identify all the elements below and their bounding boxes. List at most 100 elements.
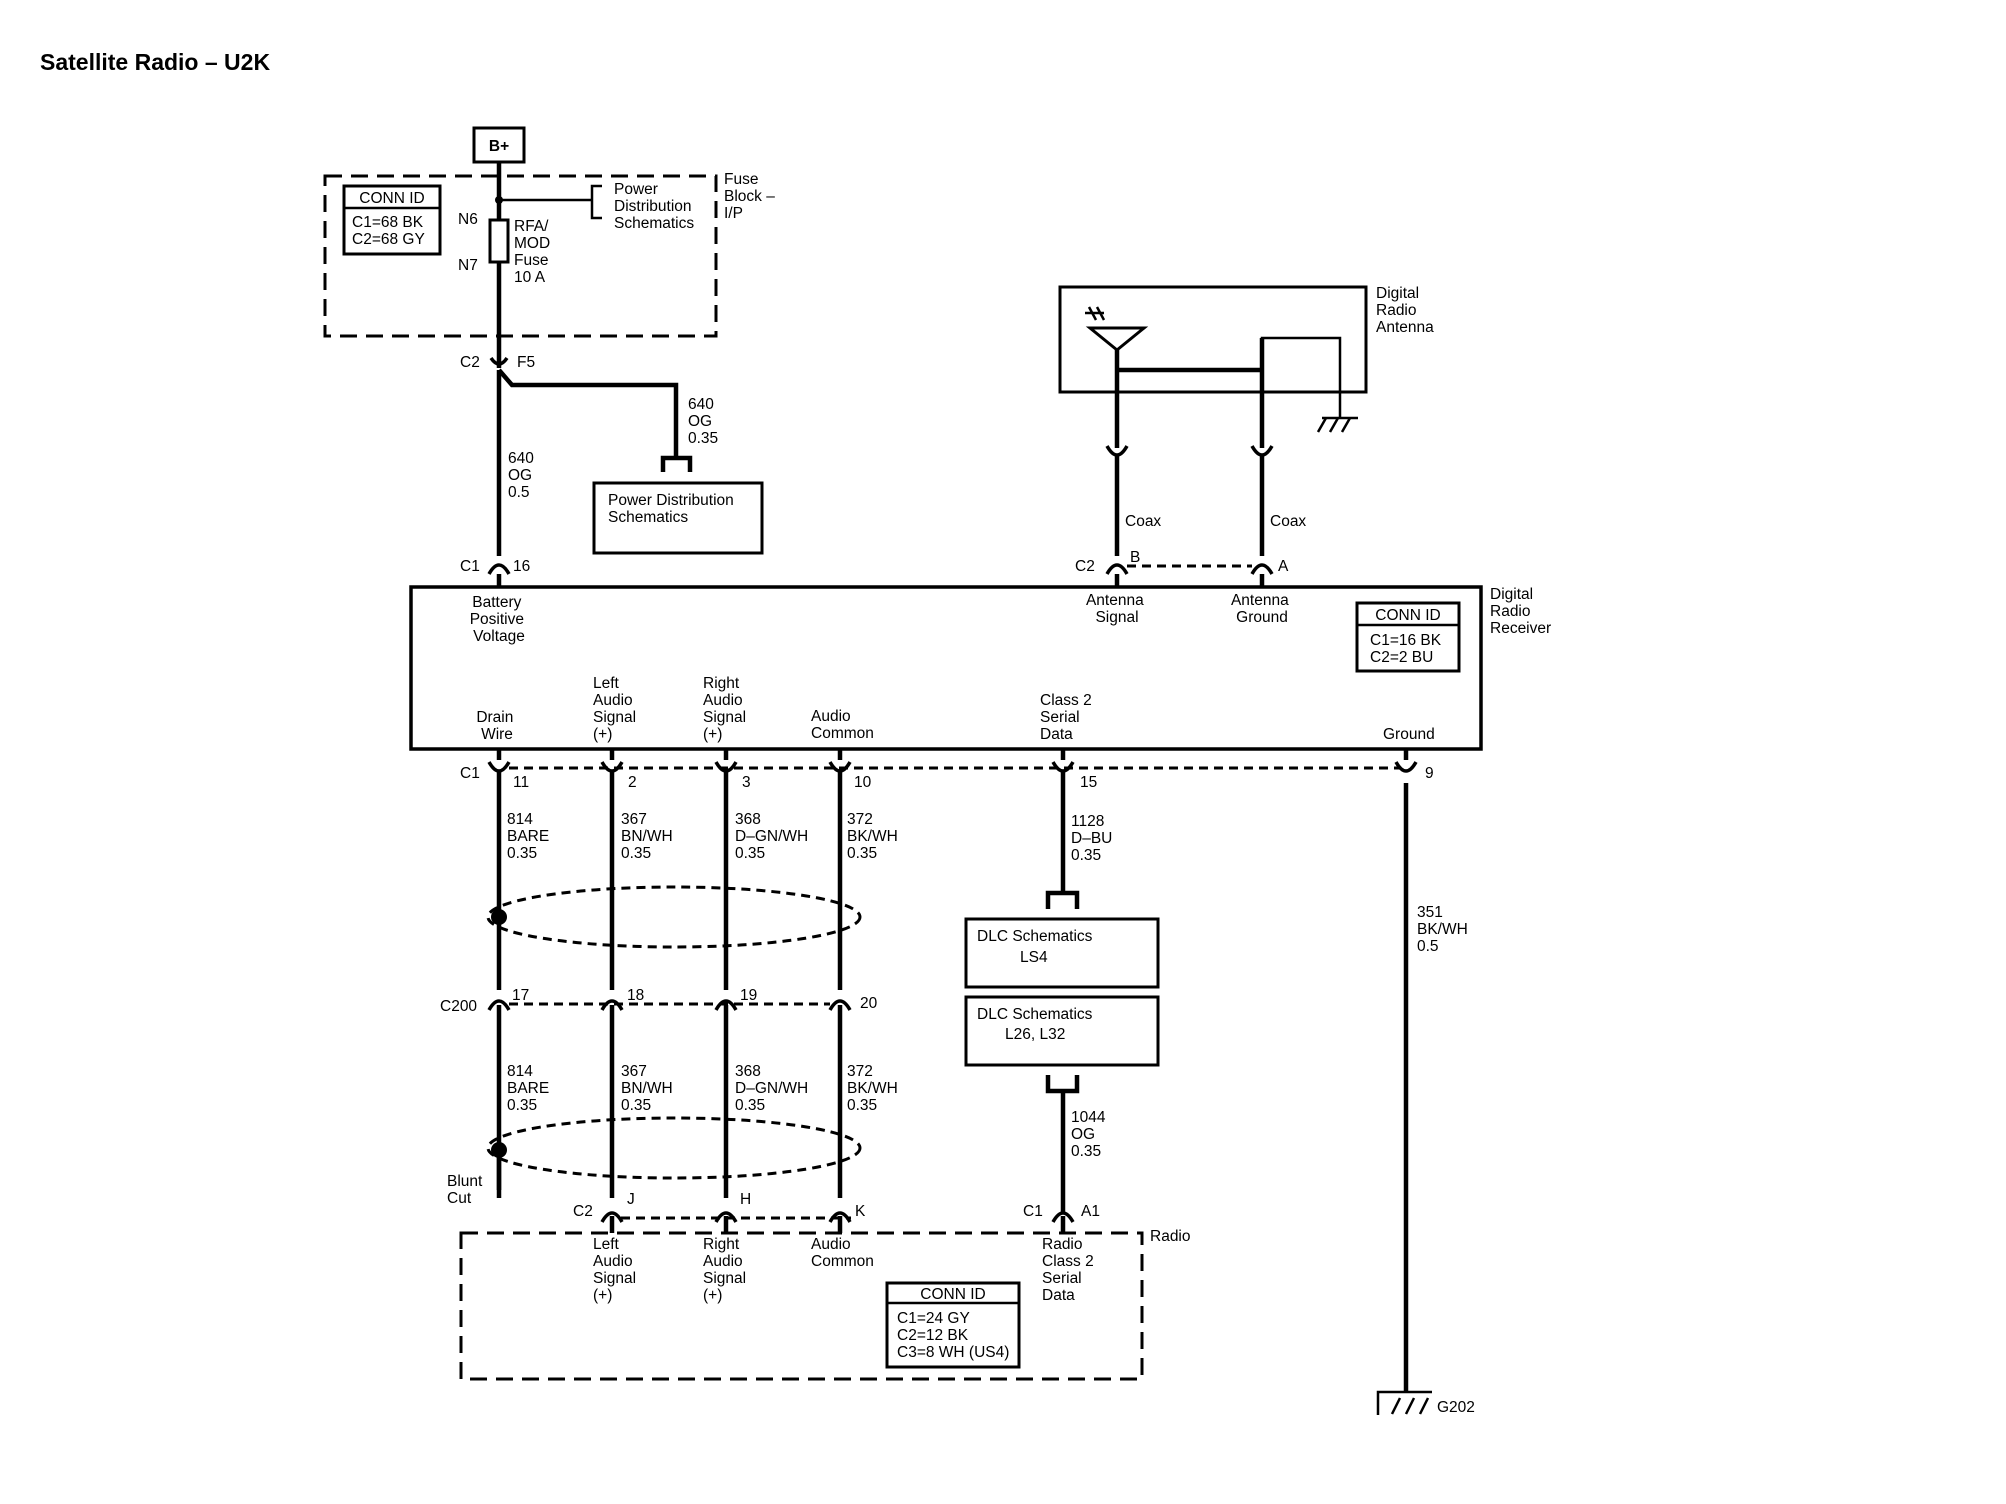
svg-text:C1: C1 (1023, 1203, 1043, 1220)
c1-socket-drain (487, 761, 511, 773)
drain-splice-upper (491, 909, 507, 925)
svg-text:B: B (1130, 549, 1140, 566)
radio-terminal-common: Audio Common (811, 1236, 874, 1270)
terminal-drain-wire: Drain Wire (476, 709, 517, 743)
c200-pin-right (714, 999, 738, 1011)
main-wire-label: 640 OG 0.5 (508, 450, 538, 501)
c1-socket-left (600, 761, 624, 773)
ground-g202-label: G202 (1437, 1399, 1475, 1416)
svg-text:C2=2 BU: C2=2 BU (1370, 649, 1433, 666)
c200-pin-drain (487, 999, 511, 1011)
power-dist-ref-box (592, 481, 764, 555)
fuse-block: Fuse Block – I/P CONN ID C1=68 BK C2=68 … (323, 162, 775, 368)
svg-text:2: 2 (628, 774, 637, 791)
svg-text:A: A (1278, 558, 1289, 575)
terminal-antenna-ground: Antenna Ground (1231, 592, 1293, 626)
fuse-block-conn-id: CONN ID C1=68 BK C2=68 GY (342, 184, 442, 256)
svg-text:C2: C2 (460, 354, 480, 371)
svg-text:C3=8 WH (US4): C3=8 WH (US4) (897, 1344, 1009, 1361)
coax-label-left: Coax (1125, 513, 1161, 530)
svg-text:CONN ID: CONN ID (359, 190, 424, 207)
svg-text:C1: C1 (460, 765, 480, 782)
dlc-ref-l26-l32: DLC Schematics L26, L32 (964, 995, 1160, 1094)
coax-label-right: Coax (1270, 513, 1306, 530)
svg-text:15: 15 (1080, 774, 1097, 791)
svg-text:K: K (855, 1203, 866, 1220)
svg-text:C2: C2 (573, 1203, 593, 1220)
svg-text:10: 10 (854, 774, 872, 791)
svg-text:18: 18 (627, 987, 644, 1004)
battery-source-label: B+ (489, 138, 509, 155)
svg-text:9: 9 (1425, 765, 1434, 782)
svg-text:DLC Schematics: DLC Schematics (977, 1006, 1093, 1023)
svg-text:A1: A1 (1081, 1203, 1100, 1220)
diagram-title: Satellite Radio – U2K (40, 49, 270, 75)
svg-text:H: H (740, 1191, 751, 1208)
radio-module: C2 J H K C1 A1 Radio Left Audio Signal (… (459, 1191, 1191, 1381)
fuse-power-dist-ref: Power Distribution Schematics (614, 181, 696, 232)
c1-socket-class2 (1051, 761, 1075, 773)
c1-socket-common (828, 761, 852, 773)
fuse-block-outline (323, 174, 718, 338)
dlc-ref-ls4: DLC Schematics LS4 (964, 890, 1160, 989)
digital-radio-antenna: Digital Radio Antenna Coax Coax (1058, 285, 1434, 556)
svg-text:3: 3 (742, 774, 751, 791)
terminal-antenna-signal: Antenna Signal (1086, 592, 1148, 626)
receiver-top-pins: C1 16 C2 B A (460, 549, 1289, 587)
svg-text:CONN ID: CONN ID (920, 1286, 985, 1303)
radio-outline (459, 1231, 1144, 1381)
shield-ellipse-lower (486, 1116, 862, 1180)
svg-text:CONN ID: CONN ID (1375, 607, 1440, 624)
svg-text:C1=24 GY: C1=24 GY (897, 1310, 970, 1327)
digital-radio-receiver: Digital Radio Receiver CONN ID C1=16 BK … (409, 585, 1551, 751)
svg-text:C1=68 BK: C1=68 BK (352, 214, 424, 231)
power-splice: C2 F5 640 OG 0.35 Power Distribution Sch… (460, 354, 764, 556)
svg-text:11: 11 (513, 774, 529, 791)
svg-text:C2=68 GY: C2=68 GY (352, 231, 425, 248)
radio-conn-id: CONN ID C1=24 GY C2=12 BK C3=8 WH (US4) (885, 1281, 1021, 1369)
terminal-class2: Class 2 Serial Data (1040, 692, 1096, 743)
c200-pin-common (828, 999, 852, 1011)
c1-socket-right (714, 761, 738, 773)
antenna-label: Digital Radio Antenna (1376, 285, 1434, 336)
svg-text:20: 20 (860, 995, 878, 1012)
svg-text:N7: N7 (458, 257, 478, 274)
svg-text:F5: F5 (517, 354, 535, 371)
c200-pin-left (600, 999, 624, 1011)
battery-source: B+ (472, 126, 526, 164)
radio-terminal-right: Right Audio Signal (+) (703, 1236, 750, 1304)
wire-layer (486, 749, 1418, 1233)
receiver-conn-id: CONN ID C1=16 BK C2=2 BU (1355, 601, 1461, 673)
fuse-label: RFA/ MOD Fuse 10 A (514, 218, 554, 286)
svg-text:C2=12 BK: C2=12 BK (897, 1327, 969, 1344)
branch-wire-label: 640 OG 0.35 (688, 396, 718, 447)
svg-text:19: 19 (740, 987, 757, 1004)
svg-text:16: 16 (513, 558, 530, 575)
svg-text:LS4: LS4 (1020, 949, 1048, 966)
radio-label: Radio (1150, 1228, 1191, 1245)
receiver-label: Digital Radio Receiver (1490, 586, 1551, 637)
svg-text:C200: C200 (440, 998, 477, 1015)
ground-g202: G202 (1376, 783, 1475, 1416)
svg-text:N6: N6 (458, 211, 478, 228)
terminal-right-audio: Right Audio Signal (+) (703, 675, 750, 743)
svg-text:L26, L32: L26, L32 (1005, 1026, 1065, 1043)
receiver-c1-connector: C1 11 2 3 10 15 9 (460, 765, 1434, 791)
radio-pin-left (600, 1211, 624, 1223)
blunt-cut-label: Blunt Cut (447, 1173, 487, 1207)
svg-text:C1: C1 (460, 558, 480, 575)
terminal-left-audio: Left Audio Signal (+) (593, 675, 640, 743)
